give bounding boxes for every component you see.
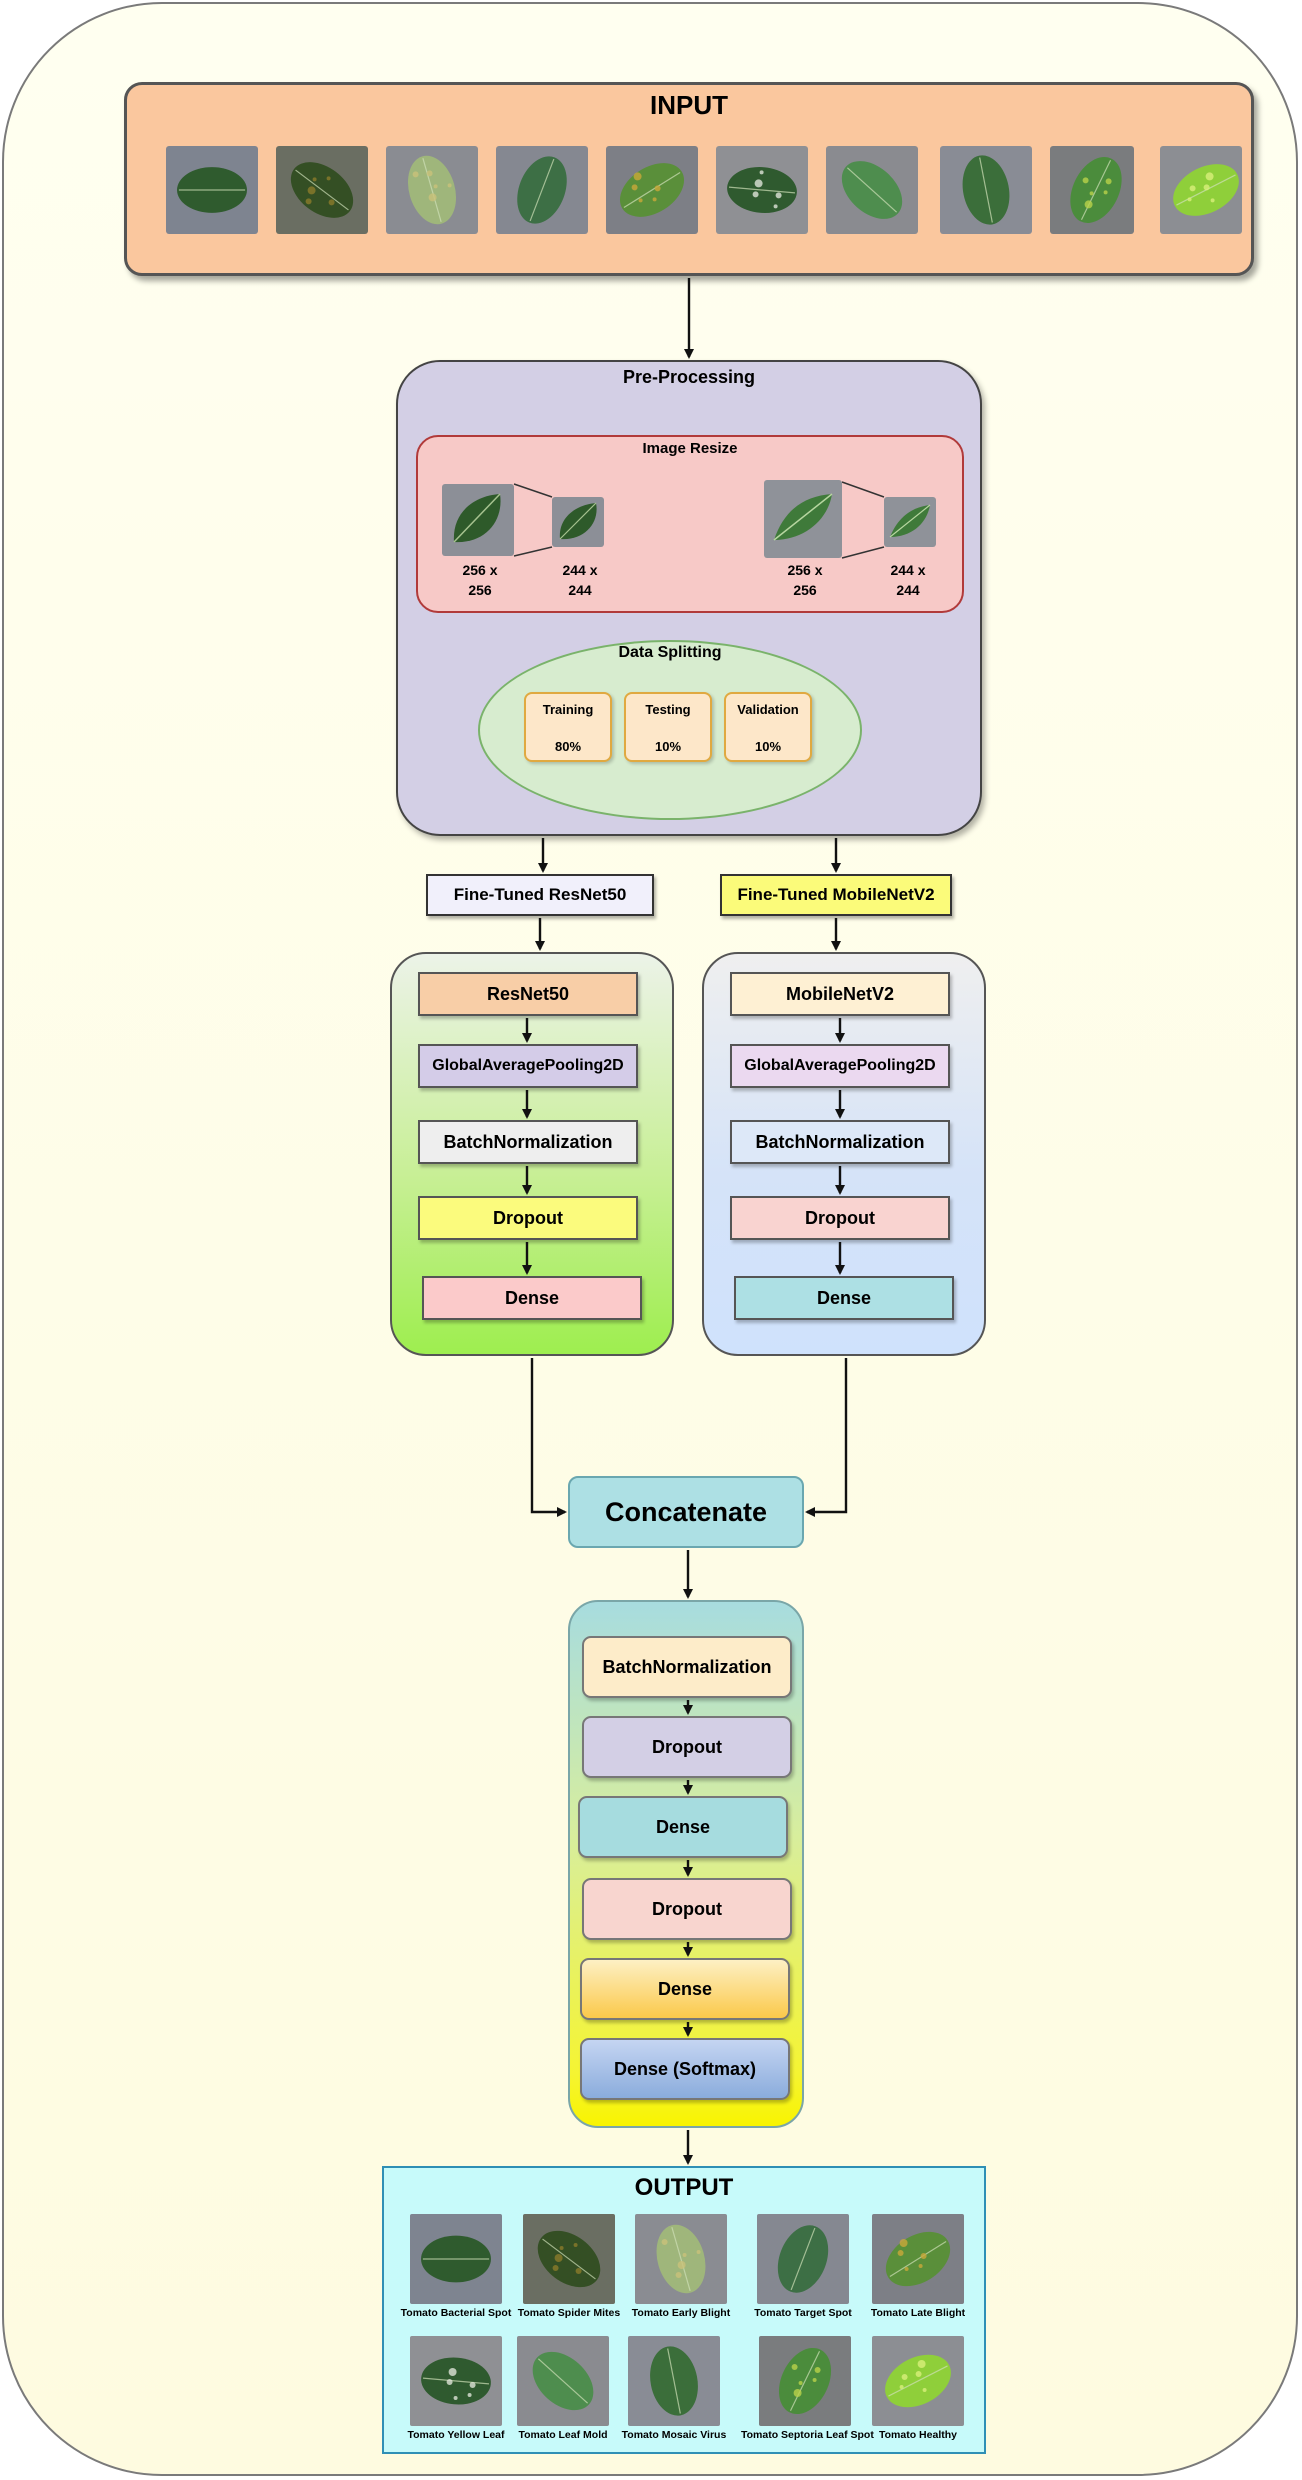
image-resize-title: Image Resize — [642, 440, 738, 457]
resize-leaf-small-icon — [884, 497, 936, 547]
leaf-icon — [1050, 146, 1134, 234]
leaf-icon — [940, 146, 1032, 234]
output-class-label: Tomato Target Spot — [754, 2307, 852, 2319]
leaf-icon — [386, 146, 478, 234]
leaf-icon — [635, 2214, 727, 2304]
resize-leaf-large-icon — [442, 484, 514, 556]
output-class-item: Tomato Spider Mites — [505, 2214, 633, 2319]
resize-leaf-small-icon — [552, 497, 604, 547]
fine-tuned-resnet50-label: Fine-Tuned ResNet50 — [426, 874, 654, 916]
leaf-icon — [517, 2336, 609, 2426]
output-class-item: Tomato Mosaic Virus — [610, 2336, 738, 2441]
head-dropout-layer: Dropout — [582, 1878, 792, 1940]
leaf-icon — [410, 2336, 502, 2426]
output-class-item: Tomato Yellow Leaf — [392, 2336, 520, 2441]
leaf-icon — [757, 2214, 849, 2304]
head-batch-normalization-layer: BatchNormalization — [582, 1636, 792, 1698]
head-dense-softmax-layer: Dense (Softmax) — [580, 2038, 790, 2100]
dropout-layer: Dropout — [730, 1196, 950, 1240]
output-class-label: Tomato Septoria Leaf Spot — [741, 2429, 874, 2441]
leaf-icon — [410, 2214, 502, 2304]
global-average-pooling-layer: GlobalAveragePooling2D — [730, 1044, 950, 1088]
output-class-label: Tomato Late Blight — [870, 2307, 966, 2319]
fine-tuned-mobilenetv2-label: Fine-Tuned MobileNetV2 — [720, 874, 952, 916]
output-class-item: Tomato Healthy — [854, 2336, 982, 2441]
output-class-label: Tomato Bacterial Spot — [400, 2307, 512, 2319]
mobilenetv2-layer: MobileNetV2 — [730, 972, 950, 1016]
leaf-icon — [759, 2336, 851, 2426]
output-class-label: Tomato Spider Mites — [517, 2307, 621, 2319]
data-splitting-title: Data Splitting — [618, 644, 722, 661]
output-class-item: Tomato Late Blight — [854, 2214, 982, 2319]
leaf-icon — [826, 146, 918, 234]
input-title: INPUT — [650, 90, 728, 120]
output-class-label: Tomato Mosaic Virus — [621, 2429, 727, 2441]
output-class-item: Tomato Septoria Leaf Spot — [741, 2336, 874, 2441]
concatenate-node: Concatenate — [568, 1476, 804, 1548]
batch-normalization-layer: BatchNormalization — [418, 1120, 638, 1164]
leaf-icon — [496, 146, 588, 234]
head-dense-layer: Dense — [580, 1958, 790, 2020]
output-class-label: Tomato Healthy — [879, 2429, 957, 2441]
leaf-icon — [1160, 146, 1242, 234]
output-class-item: Tomato Target Spot — [739, 2214, 867, 2319]
leaf-icon — [166, 146, 258, 234]
leaf-icon — [872, 2336, 964, 2426]
head-dropout-layer: Dropout — [582, 1716, 792, 1778]
output-class-item: Tomato Early Blight — [617, 2214, 745, 2319]
output-class-label: Tomato Early Blight — [631, 2307, 731, 2319]
leaf-icon — [628, 2336, 720, 2426]
leaf-icon — [523, 2214, 615, 2304]
batch-normalization-layer: BatchNormalization — [730, 1120, 950, 1164]
resize-leaf-large-icon — [764, 480, 842, 558]
leaf-icon — [606, 146, 698, 234]
output-class-label: Tomato Leaf Mold — [518, 2429, 608, 2441]
output-class-label: Tomato Yellow Leaf — [407, 2429, 505, 2441]
resnet50-layer: ResNet50 — [418, 972, 638, 1016]
output-class-item: Tomato Bacterial Spot — [392, 2214, 520, 2319]
dropout-layer: Dropout — [418, 1196, 638, 1240]
preprocessing-title: Pre-Processing — [622, 367, 756, 387]
global-average-pooling-layer: GlobalAveragePooling2D — [418, 1044, 638, 1088]
head-dense-layer: Dense — [578, 1796, 788, 1858]
leaf-icon — [872, 2214, 964, 2304]
output-class-item: Tomato Leaf Mold — [499, 2336, 627, 2441]
dense-layer: Dense — [422, 1276, 642, 1320]
dense-layer: Dense — [734, 1276, 954, 1320]
output-title: OUTPUT — [634, 2174, 734, 2201]
leaf-icon — [716, 146, 808, 234]
leaf-icon — [276, 146, 368, 234]
